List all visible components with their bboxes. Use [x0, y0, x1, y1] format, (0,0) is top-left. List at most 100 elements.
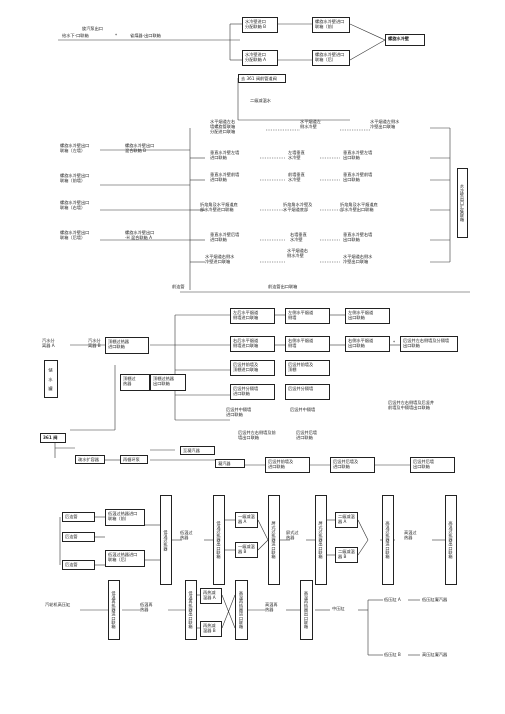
horiz-flue-left-wall: 水平烟道左 侧水冷壁 [300, 119, 321, 129]
to-condenser: 至凝汽器 [180, 446, 215, 455]
rear-pipe-3: 后连管 [62, 560, 95, 570]
spiral-outlet-front: 螺旋水冷壁出口 联箱（前墙） [60, 173, 90, 183]
left-flue-wall: 左侧水平烟道 侧墙 [285, 308, 330, 324]
ht-sh-inlet-header: 高温过热器进口联箱 [382, 495, 394, 585]
condenser-a: 低压缸凝汽器 [422, 597, 448, 602]
lp-turbine-a: 低压缸 A [384, 597, 401, 602]
lt-rh-inlet-header: 低温再热器进口联箱 [108, 580, 120, 640]
spiral-inlet-header-front: 螺旋水冷壁进口 联箱（前） [312, 17, 350, 33]
rear-shaft-partition: 后竖井分隔墙 [285, 384, 330, 400]
waterwall-dist-header-b: 水冷壁进口 分配联箱 B [242, 17, 278, 33]
lt-rh-outlet-header: 低温再热器出口联箱 [185, 580, 197, 640]
front-connecting-pipe: 前连管 [172, 284, 185, 289]
right-flue-outlet: 右侧水平烟道 出口联箱 [345, 336, 390, 352]
spiral-outlet-left: 螺旋水冷壁出口 联箱（左墙） [60, 143, 90, 153]
rear-shaft-mid-wall: 后竖井中隔墙 [290, 407, 316, 412]
arch-bottom-inlet: 折焰角及水平烟道底 部水冷壁进口联箱 [200, 202, 238, 212]
right-flue-inlet: 右后水平烟道 侧墙进口联箱 [230, 336, 275, 352]
right-vertical-wall: 右墙垂直 水冷壁 [290, 232, 307, 242]
rear-shaft-front-inlet: 后竖井前墙及 顶棚进口联箱 [230, 360, 275, 376]
lt-sh-mid-label: 低温过 热器 [180, 530, 193, 540]
feed-pump-outlet-label: 旋汽泵出口 [82, 26, 103, 31]
platen-sh-inlet-header: 屏式过热器进口联箱 [268, 495, 280, 585]
spiral-outlet-right: 螺旋水冷壁出口 联箱（右墙） [60, 200, 90, 210]
ht-sh-mid-label: 高温过 热器 [404, 530, 417, 540]
condenser: 凝汽器 [215, 459, 245, 468]
recirculation-pump: 再循环泵 [120, 455, 148, 464]
rear-shaft-mid-outlet-note: 后竖井左右侧墙及前 墙出口联箱 [238, 430, 276, 440]
desuperheater-2a: 二级减温器 A [335, 512, 358, 528]
roof-superheater: 顶棚过 热器 [120, 374, 150, 391]
waterwall-dist-header-a: 水冷壁进口 分配联箱 A [242, 50, 278, 66]
rear-shaft-mid-inlet: 后竖井中隔墙 进口联箱 [226, 407, 252, 417]
rear-shaft-rear-outlet-note: 后竖井后墙 进口联箱 [296, 430, 317, 440]
ht-reheater-label: 高温再 热器 [265, 602, 278, 612]
vertical-wall-rear-inlet: 垂直水冷壁后墙 进口联箱 [210, 232, 240, 242]
to-361-valve-pipe: 去 361 阀前管道阀 [238, 74, 286, 83]
desuperheater-1a: 一级减温器 A [235, 512, 258, 528]
waterwall-outlet-collect-header: 水冷壁出口汇集联箱 [457, 168, 468, 238]
vertical-wall-left-inlet: 垂直水冷壁左墙 进口联箱 [210, 150, 240, 160]
rear-shaft-front-wall: 后竖井前墙及 顶棚 [285, 360, 330, 376]
drain-expander: 疏水扩容器 [75, 455, 105, 464]
spiral-outlet-rear: 螺旋水冷壁出口 联箱（后墙） [60, 230, 90, 240]
desuperheater-2b: 二级减温器 B [335, 547, 358, 563]
rear-shaft-partition-inlet: 后竖井分隔墙 进口联箱 [230, 384, 275, 400]
left-flue-outlet: 左侧水平烟道 出口联箱 [345, 308, 390, 324]
arch-waterwall: 折焰角水冷壁及 水平烟道底部 [283, 202, 313, 212]
roof-sh-outlet-header: 顶棚过热器 出口联箱 [150, 374, 186, 391]
vertical-wall-front-outlet: 垂直水冷壁前墙 出口联箱 [343, 172, 373, 182]
condenser-b: 高压缸凝汽器 [422, 652, 448, 657]
valve-361: 361 阀 [40, 433, 66, 443]
vertical-wall-front-inlet: 垂直水冷壁前墙 进口联箱 [210, 172, 240, 182]
lt-sh-inlet-front: 低温过热器进口 联箱（前） [105, 509, 145, 526]
desuperheater-1b: 一级减温器 B [235, 542, 258, 558]
ip-turbine: 中压缸 [332, 606, 345, 611]
rear-pipe-2: 后连管 [62, 532, 95, 542]
spiral-mix-header-a: 螺旋水冷壁出口 -H 混合联箱 A [125, 230, 155, 240]
front-vertical-wall: 前墙垂直 水冷壁 [288, 172, 305, 182]
spiral-mix-header-b: 螺旋水冷壁出口 混合联箱 B [125, 143, 155, 153]
right-flue-wall: 右侧水平烟道 侧墙 [285, 336, 330, 352]
horiz-flue-left-outlet: 水平烟道左侧水 冷壁出口联箱 [370, 119, 400, 129]
rh-desuperheater-b: 再热减温器 B [200, 621, 222, 637]
lt-sh-outlet-header: 低温过热器出口联箱 [213, 495, 225, 585]
platen-sh-outlet-header: 屏式过热器出口联箱 [315, 495, 327, 585]
vertical-wall-right-outlet: 垂直水冷壁右墙 出口联箱 [343, 232, 373, 242]
horiz-flue-right-inlet: 水平烟道右侧水 冷壁进口联箱 [205, 254, 235, 264]
economizer-outlet-label: 省煤器-出口联箱 [130, 33, 161, 38]
vertical-wall-left-outlet: 垂直水冷壁左墙 出口联箱 [343, 150, 373, 160]
desuperheater-water-label: 二级减温水 [250, 98, 271, 103]
star-mark: * [115, 33, 118, 38]
feed-header-label: 给水下-口联箱 [62, 33, 89, 38]
horiz-flue-right-wall: 水平烟道右 侧水冷壁 [287, 248, 308, 258]
ht-rh-inlet-header: 高温再热器进口联箱 [235, 580, 248, 640]
low-row-rear-inlet: 后竖井后墙及 进口联箱 [330, 457, 375, 473]
ht-sh-outlet-header: 高温过热器出口联箱 [445, 495, 457, 585]
platen-sh-mid-label: 屏式过 热器 [286, 530, 299, 540]
rh-desuperheater-a: 再热减温器 A [200, 588, 222, 604]
separator-a: 汽水分 离器 A [42, 338, 55, 348]
horiz-flue-dist-header: 水平烟道左右 墙螺旋管联箱 分配进口联箱 [210, 119, 236, 134]
rear-pipe-1: 后连管 [62, 512, 95, 522]
front-connecting-outlet: 前连管出口联箱 [268, 284, 298, 289]
left-flue-inlet: 左后水平烟道 侧墙进口联箱 [230, 308, 275, 324]
rear-shaft-note: 后竖井左右侧墙及后竖井 前墙及中隔墙出口联箱 [388, 400, 435, 410]
left-vertical-wall: 左墙垂直 水冷壁 [288, 150, 305, 160]
lt-superheater-v: 低温过热器 [160, 495, 172, 585]
lp-turbine-b: 低压缸 B [384, 652, 401, 657]
separator-b: 汽水分 离器 B [88, 338, 101, 348]
hp-turbine: 汽轮机高压缸 [45, 602, 71, 607]
lt-sh-inlet-rear: 低温过热器进口 联箱（后） [105, 550, 145, 567]
low-row-front-inlet: 后竖井前墙及 进口联箱 [265, 457, 310, 473]
star-mark-2: * [393, 340, 396, 345]
spiral-waterwall: 螺旋水冷壁 [385, 34, 425, 46]
spiral-inlet-header-rear: 螺旋水冷壁进口 联箱（后） [312, 50, 350, 66]
lt-reheater-label: 低温再 热器 [140, 602, 153, 612]
ht-rh-outlet-header: 高温再热器出口联箱 [300, 580, 313, 640]
low-row-rear-outlet: 后竖井后墙 出口联箱 [410, 457, 455, 473]
roof-sh-inlet-header: 顶棚过热器 进口联箱 [105, 337, 149, 354]
arch-bottom-outlet: 折焰角及水平烟道底 部水冷壁出口联箱 [340, 202, 378, 212]
storage-tank: 储 水 罐 [44, 360, 58, 398]
